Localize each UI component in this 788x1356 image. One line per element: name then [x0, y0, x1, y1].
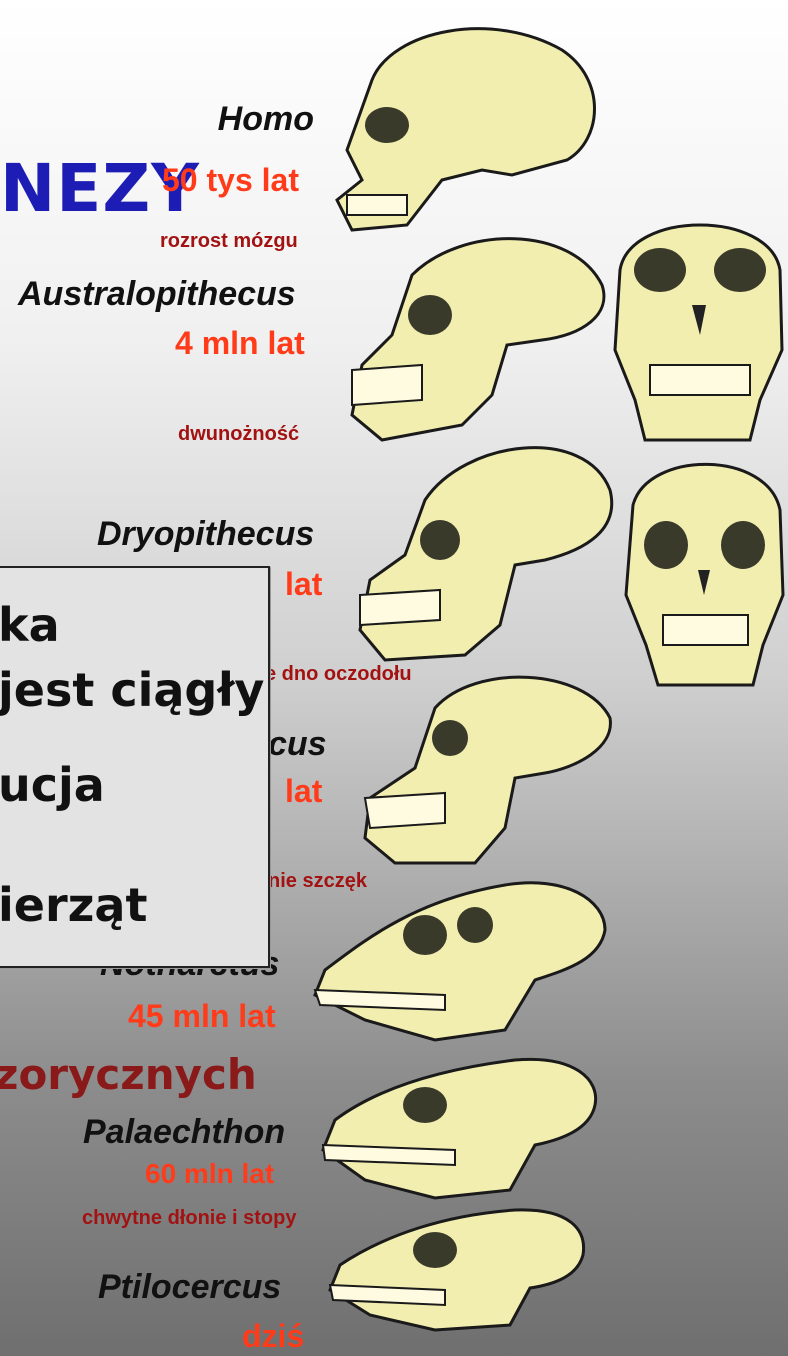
- australopithecus-skull-front-illustration: [610, 210, 788, 445]
- feature-label-proconsul: nie szczęk: [268, 870, 367, 893]
- feature-label-australopithecus: dwunożność: [178, 423, 299, 446]
- notharctus-skull-illustration: [305, 870, 610, 1045]
- genus-label-australopithecus: Australopithecus: [18, 275, 296, 314]
- ptilocercus-skull-illustration: [325, 1200, 590, 1335]
- age-label-australopithecus: 4 mln lat: [175, 325, 305, 362]
- age-label-proconsul: lat: [285, 773, 322, 810]
- genus-label-proconsul: cus: [268, 725, 327, 764]
- age-label-notharctus: 45 mln lat: [128, 998, 276, 1035]
- feature-label-dryopithecus: e dno oczodołu: [265, 663, 412, 686]
- age-label-ptilocercus: dziś: [242, 1318, 304, 1355]
- palaechthon-skull-illustration: [315, 1050, 605, 1200]
- panel-line-3: ucja: [0, 758, 105, 812]
- homo-skull-illustration: [332, 10, 607, 240]
- australopithecus-skull-side-illustration: [342, 215, 612, 445]
- overlay-text-panel: ka jest ciągły ucja ierząt: [0, 566, 270, 968]
- panel-line-4: ierząt: [0, 878, 147, 932]
- heading-fragment-red: zorycznych: [0, 1050, 257, 1099]
- genus-label-palaechthon: Palaechthon: [83, 1113, 285, 1152]
- proconsul-skull-illustration: [355, 668, 615, 868]
- genus-label-dryopithecus: Dryopithecus: [97, 515, 314, 554]
- age-label-homo: 50 tys lat: [162, 162, 299, 199]
- dryopithecus-skull-front-illustration: [618, 455, 788, 690]
- genus-label-homo: Homo: [218, 100, 314, 139]
- age-label-palaechthon: 60 mln lat: [145, 1158, 274, 1190]
- age-label-dryopithecus: lat: [285, 566, 322, 603]
- panel-line-1: ka: [0, 598, 60, 652]
- panel-line-2: jest ciągły: [0, 663, 264, 717]
- dryopithecus-skull-side-illustration: [355, 430, 620, 665]
- genus-label-ptilocercus: Ptilocercus: [98, 1268, 281, 1307]
- feature-label-palaechthon: chwytne dłonie i stopy: [82, 1207, 296, 1230]
- feature-label-homo: rozrost mózgu: [160, 230, 298, 253]
